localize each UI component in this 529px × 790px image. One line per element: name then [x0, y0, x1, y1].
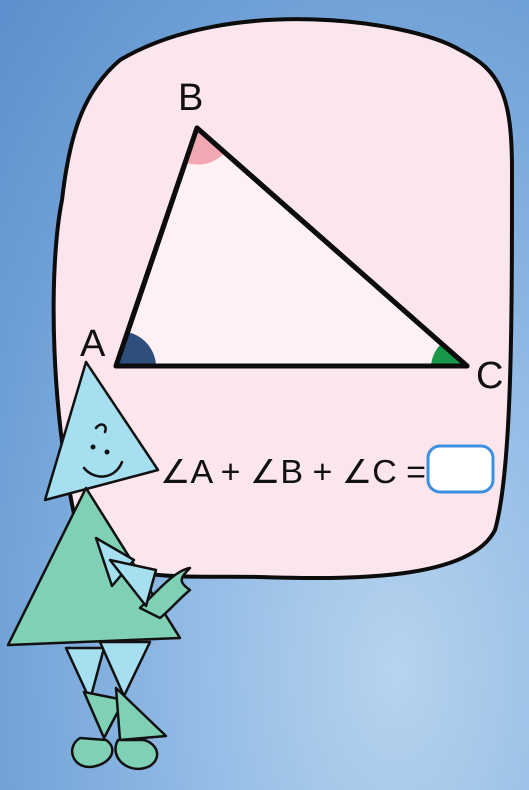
angle-sum-equation: ∠A + ∠B + ∠C = — [160, 453, 426, 490]
thought-bubble — [51, 17, 515, 581]
vertex-label-a: A — [80, 323, 106, 365]
triangle-outline — [113, 125, 470, 369]
vertex-label-b: B — [178, 77, 203, 119]
angle-b-fill — [187, 128, 226, 165]
answer-box[interactable] — [426, 444, 495, 494]
vertex-label-c: C — [476, 355, 503, 397]
triangle-character-icon — [6, 360, 192, 771]
